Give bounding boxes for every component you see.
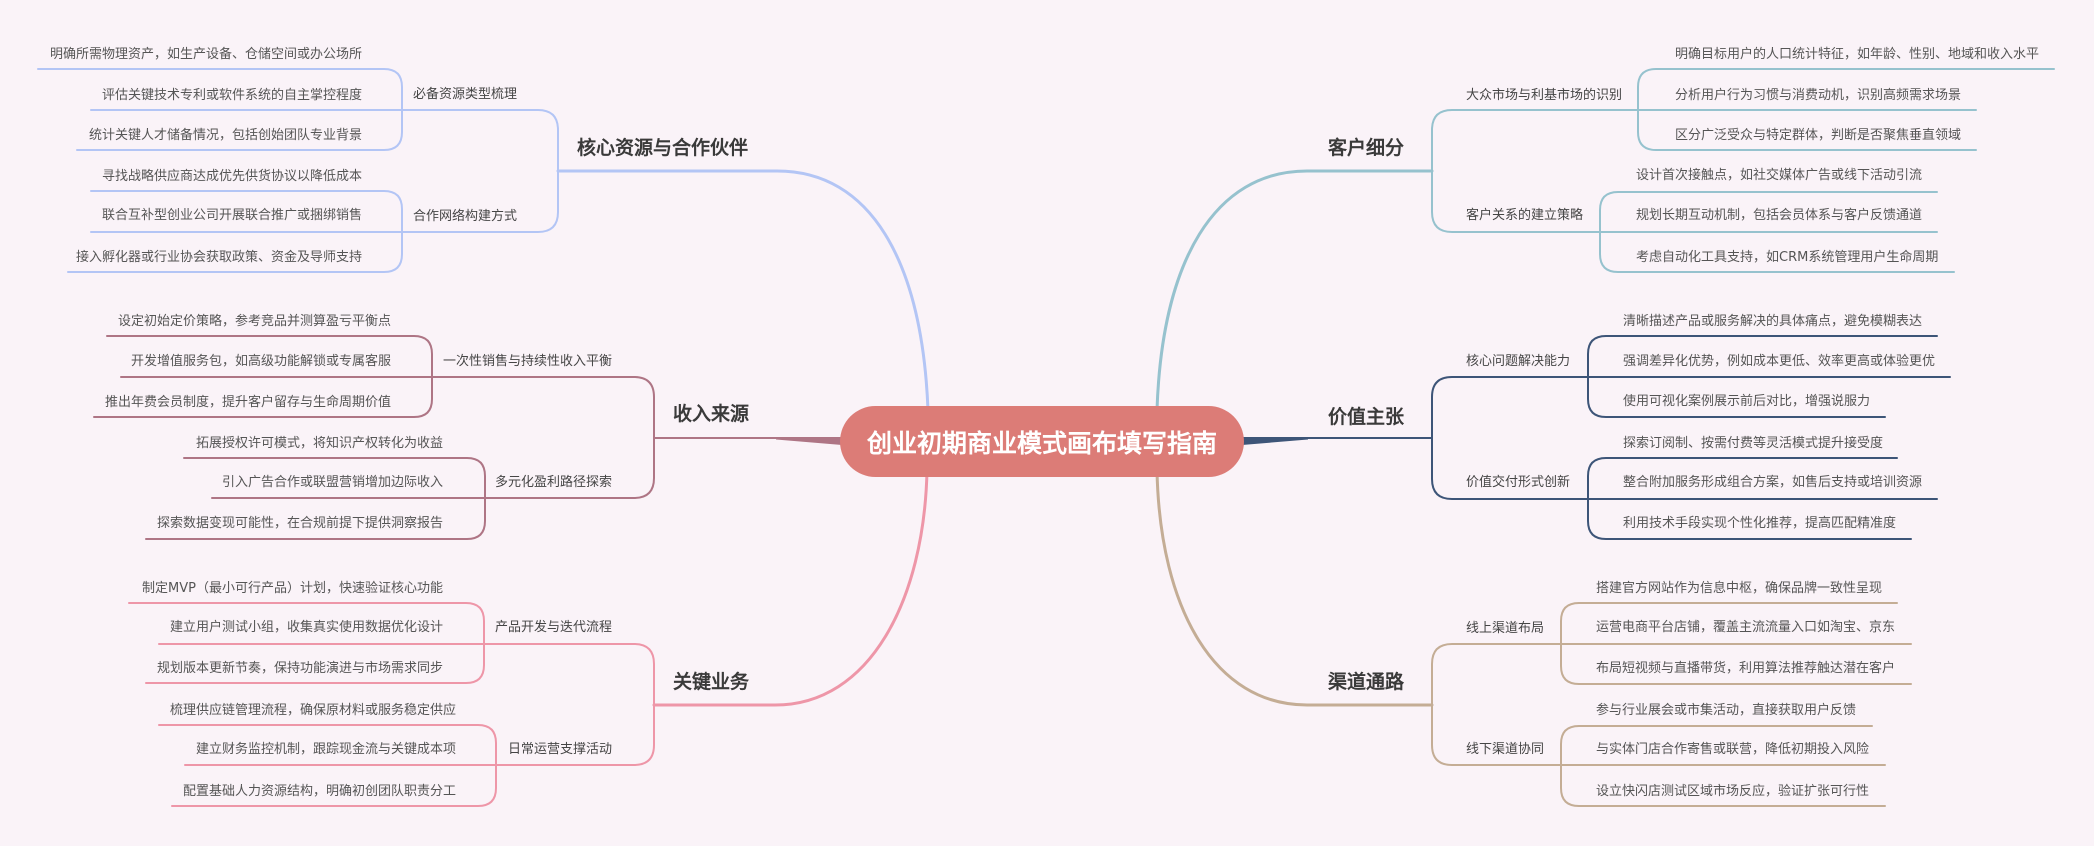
branch-lines-channels: [1155, 469, 1912, 807]
leaf-item[interactable]: 使用可视化案例展示前后对比，增强说服力: [1623, 394, 1871, 409]
branch-lines-core-resources: [37, 68, 930, 412]
leaf-item[interactable]: 寻找战略供应商达成优先供货协议以降低成本: [101, 169, 362, 184]
leaf-item[interactable]: 规划版本更新节奏，保持功能演进与市场需求同步: [156, 661, 443, 676]
subtopic-offline-channels[interactable]: 线下渠道协同: [1466, 742, 1545, 757]
subtopic-required-resources[interactable]: 必备资源类型梳理: [412, 87, 517, 102]
subtopic-diversified-profit[interactable]: 多元化盈利路径探索: [494, 475, 612, 490]
leaf-item[interactable]: 参与行业展会或市集活动，直接获取用户反馈: [1596, 703, 1857, 718]
leaf-item[interactable]: 设计首次接触点，如社交媒体广告或线下活动引流: [1636, 168, 1923, 183]
subtopic-product-iteration[interactable]: 产品开发与迭代流程: [494, 620, 612, 635]
leaf-item[interactable]: 梳理供应链管理流程，确保原材料或服务稳定供应: [169, 703, 456, 718]
branch-lines-key-activities: [128, 469, 929, 807]
leaf-item[interactable]: 考虑自动化工具支持，如CRM系统管理用户生命周期: [1636, 250, 1939, 265]
subtopic-online-channels[interactable]: 线上渠道布局: [1466, 621, 1545, 636]
leaf-item[interactable]: 明确目标用户的人口统计特征，如年龄、性别、地域和收入水平: [1675, 47, 2040, 62]
leaf-item[interactable]: 设定初始定价策略，参考竞品并测算盈亏平衡点: [117, 314, 391, 329]
leaf-item[interactable]: 推出年费会员制度，提升客户留存与生命周期价值: [104, 395, 391, 410]
subtopic-delivery-innovation[interactable]: 价值交付形式创新: [1466, 475, 1571, 490]
leaf-item[interactable]: 整合附加服务形成组合方案，如售后支持或培训资源: [1623, 475, 1923, 490]
leaf-item[interactable]: 探索数据变现可能性，在合规前提下提供洞察报告: [156, 516, 443, 531]
leaf-item[interactable]: 联合互补型创业公司开展联合推广或捆绑销售: [101, 208, 362, 223]
subtopic-market-identification[interactable]: 大众市场与利基市场的识别: [1466, 88, 1623, 103]
leaf-item[interactable]: 强调差异化优势，例如成本更低、效率更高或体验更优: [1623, 354, 1936, 369]
topic-core-resources[interactable]: 核心资源与合作伙伴: [576, 137, 748, 159]
leaf-item[interactable]: 清晰描述产品或服务解决的具体痛点，避免模糊表达: [1623, 314, 1923, 329]
leaf-item[interactable]: 拓展授权许可模式，将知识产权转化为收益: [195, 436, 443, 451]
subtopic-sales-balance[interactable]: 一次性销售与持续性收入平衡: [442, 354, 612, 369]
leaf-item[interactable]: 探索订阅制、按需付费等灵活模式提升接受度: [1623, 436, 1884, 451]
leaf-item[interactable]: 引入广告合作或联盟营销增加边际收入: [221, 475, 443, 490]
leaf-item[interactable]: 评估关键技术专利或软件系统的自主掌控程度: [101, 88, 362, 103]
leaf-item[interactable]: 规划长期互动机制，包括会员体系与客户反馈通道: [1636, 208, 1923, 223]
leaf-item[interactable]: 开发增值服务包，如高级功能解锁或专属客服: [130, 354, 391, 369]
branch-lines-value-proposition: [1307, 335, 1951, 540]
topic-revenue-streams[interactable]: 收入来源: [672, 403, 749, 425]
leaf-item[interactable]: 搭建官方网站作为信息中枢，确保品牌一致性呈现: [1596, 581, 1883, 596]
leaf-item[interactable]: 制定MVP（最小可行产品）计划，快速验证核心功能: [142, 581, 443, 596]
leaf-item[interactable]: 设立快闪店测试区域市场反应，验证扩张可行性: [1596, 784, 1870, 799]
branch-lines-customer-segments: [1155, 68, 2055, 412]
branch-lines-revenue: [93, 335, 777, 540]
topic-value-proposition[interactable]: 价值主张: [1328, 406, 1405, 428]
topic-channels[interactable]: 渠道通路: [1328, 671, 1405, 693]
leaf-item[interactable]: 明确所需物理资产，如生产设备、仓储空间或办公场所: [49, 47, 362, 62]
leaf-item[interactable]: 统计关键人才储备情况，包括创始团队专业背景: [88, 128, 362, 143]
leaf-item[interactable]: 与实体门店合作寄售或联营，降低初期投入风险: [1596, 742, 1870, 757]
leaf-item[interactable]: 配置基础人力资源结构，明确初创团队职责分工: [182, 784, 456, 799]
central-topic-label: 创业初期商业模式画布填写指南: [866, 428, 1217, 458]
subtopic-daily-operations[interactable]: 日常运营支撑活动: [507, 742, 612, 757]
subtopic-core-problem-solving[interactable]: 核心问题解决能力: [1466, 354, 1571, 369]
leaf-item[interactable]: 运营电商平台店铺，覆盖主流流量入口如淘宝、京东: [1596, 620, 1896, 635]
leaf-item[interactable]: 利用技术手段实现个性化推荐，提高匹配精准度: [1623, 516, 1897, 531]
leaf-item[interactable]: 布局短视频与直播带货，利用算法推荐触达潜在客户: [1596, 661, 1896, 676]
leaf-item[interactable]: 建立用户测试小组，收集真实使用数据优化设计: [169, 620, 443, 635]
leaf-item[interactable]: 接入孵化器或行业协会获取政策、资金及导师支持: [75, 250, 362, 265]
central-topic[interactable]: 创业初期商业模式画布填写指南: [840, 406, 1244, 477]
subtopic-customer-relationship[interactable]: 客户关系的建立策略: [1466, 208, 1584, 223]
leaf-item[interactable]: 分析用户行为习惯与消费动机，识别高频需求场景: [1675, 88, 1962, 103]
topic-key-activities[interactable]: 关键业务: [672, 671, 749, 693]
leaf-item[interactable]: 区分广泛受众与特定群体，判断是否聚焦垂直领域: [1675, 128, 1962, 143]
subtopic-partner-network[interactable]: 合作网络构建方式: [412, 209, 517, 224]
leaf-item[interactable]: 建立财务监控机制，跟踪现金流与关键成本项: [195, 742, 456, 757]
topic-customer-segments[interactable]: 客户细分: [1328, 137, 1405, 159]
